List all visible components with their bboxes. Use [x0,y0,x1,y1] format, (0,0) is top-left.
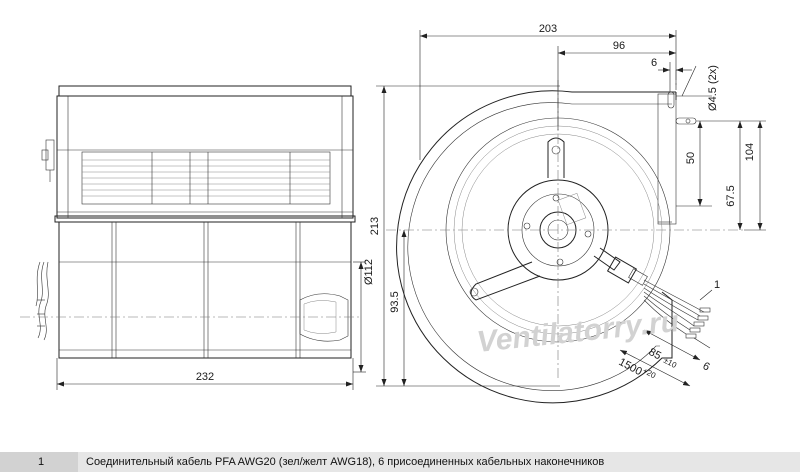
dim-end-6: 6 [701,360,712,373]
cable-gland [606,256,648,286]
dim-length-232: 232 [196,371,214,383]
dim-height-104: 104 [744,143,756,161]
note-number: 1 [0,452,78,472]
technical-drawing: Ø112 232 [20,23,766,404]
cable-wires [643,279,711,339]
callout-1: 1 [714,279,720,291]
svg-text:±10: ±10 [662,356,678,370]
dim-hole-4-5: Ø4.5 (2x) [707,65,719,111]
front-view: 203 96 6 Ø4.5 (2x) 213 93.5 104 50 67.5 [369,23,766,404]
note-text: Соединительный кабель PFA AWG20 (зел/жел… [86,456,605,468]
dim-dist-50: 50 [685,152,697,164]
dim-offset-6: 6 [651,57,657,69]
notes-row: 1 Соединительный кабель PFA AWG20 (зел/ж… [0,452,800,472]
dim-height-93-5: 93.5 [389,291,401,312]
dim-diameter-112: Ø112 [363,259,375,285]
dim-width-203: 203 [539,23,557,35]
side-cable [35,261,49,341]
side-view: Ø112 232 [20,85,375,390]
dim-height-213: 213 [369,217,381,235]
side-connector [41,139,55,182]
dim-offset-96: 96 [613,40,625,52]
dim-dist-67-5: 67.5 [725,185,737,206]
svg-text:1500: 1500 [617,356,644,378]
mounting-slots [667,91,697,125]
impeller-blades [81,151,331,205]
